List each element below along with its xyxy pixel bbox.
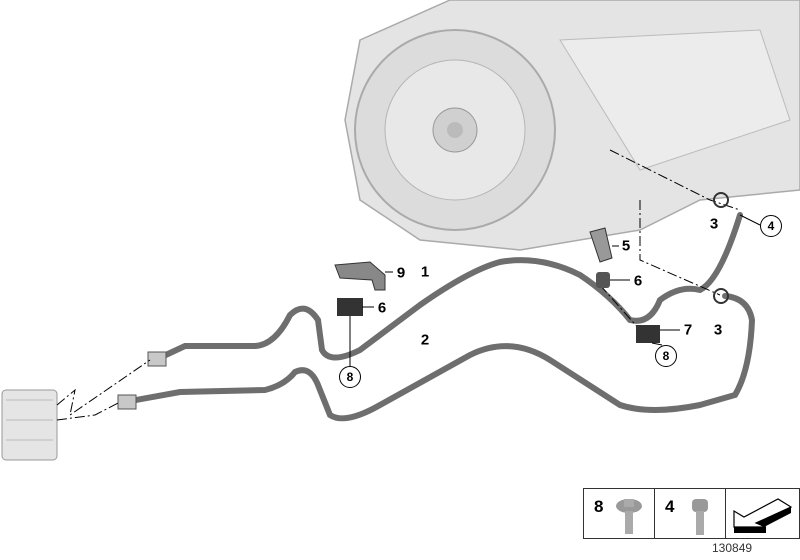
fastener-legend: 8 4: [583, 488, 800, 539]
bracket-9: [334, 261, 386, 291]
callout-3: 3: [709, 215, 719, 233]
legend-item-direction: [726, 489, 799, 538]
grommet-6: [596, 272, 610, 288]
bracket-5: [589, 227, 613, 263]
callout-4-circled: 4: [760, 215, 782, 237]
hex-bolt-icon: [692, 499, 708, 535]
legend-number: 4: [665, 497, 675, 516]
callout-5: 5: [621, 237, 631, 255]
legend-item-8: 8: [584, 489, 655, 538]
seal-ring-3a: [713, 192, 729, 208]
callout-6: 6: [633, 272, 643, 290]
oil-cooler: [1, 389, 58, 461]
callout-9: 9: [396, 264, 406, 282]
callout-2: 2: [420, 331, 430, 349]
callout-6: 6: [377, 299, 387, 317]
holder-6: [337, 298, 363, 316]
oil-cooler-line-2[interactable]: [122, 293, 756, 422]
legend-number: 8: [594, 497, 604, 516]
callout-3: 3: [713, 321, 723, 339]
seal-ring-3b: [713, 288, 729, 304]
callout-1: 1: [420, 263, 430, 281]
callout-8-circled: 8: [655, 345, 677, 367]
flange-bolt-icon: [616, 499, 642, 534]
direction-arrow-icon: [733, 498, 793, 533]
transmission-housing: [344, 0, 800, 251]
callout-7: 7: [683, 321, 693, 339]
holder-7: [636, 325, 660, 343]
legend-item-4: 4: [655, 489, 726, 538]
diagram-number: 130849: [712, 541, 753, 555]
callout-8-circled: 8: [339, 366, 361, 388]
oil-cooler-line-1[interactable]: [152, 212, 743, 363]
